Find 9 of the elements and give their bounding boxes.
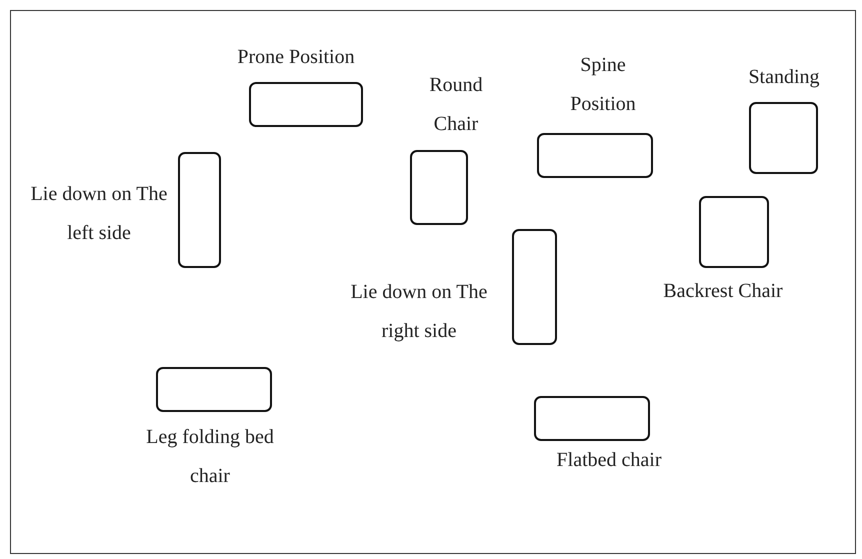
node-label: Lie down on The right side xyxy=(350,280,488,344)
node-label: Leg folding bed chair xyxy=(145,425,275,489)
node-label: Standing xyxy=(747,65,821,90)
node-label: Prone Position xyxy=(236,45,356,70)
node-label: Spine Position xyxy=(569,53,637,117)
node-label: Backrest Chair xyxy=(662,279,784,304)
node-label: Flatbed chair xyxy=(556,448,662,473)
node-label: Lie down on The left side xyxy=(30,182,168,246)
node-label: Round Chair xyxy=(428,73,484,137)
